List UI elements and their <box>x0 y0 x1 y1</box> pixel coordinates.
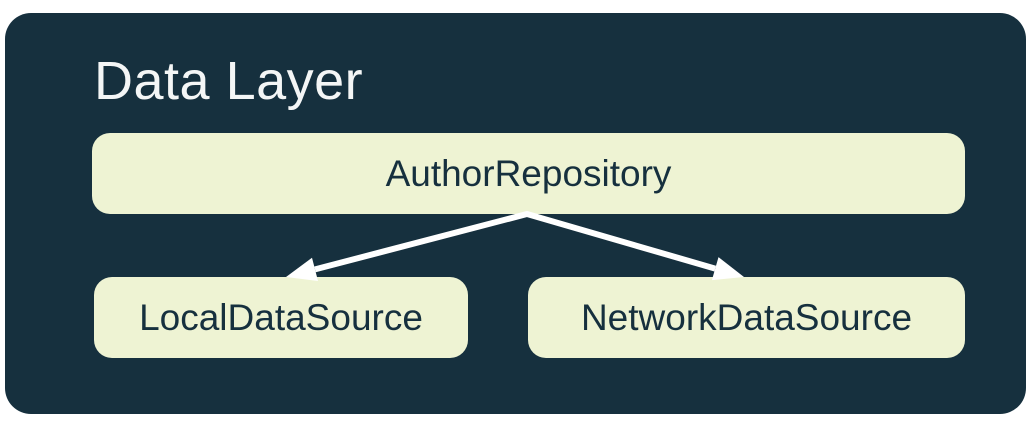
node-author-repository-label: AuthorRepository <box>385 152 672 194</box>
node-author-repository: AuthorRepository <box>92 133 965 214</box>
node-network-data-source: NetworkDataSource <box>528 277 965 358</box>
node-network-data-source-label: NetworkDataSource <box>580 296 913 338</box>
node-local-data-source-label: LocalDataSource <box>139 296 423 338</box>
diagram-title: Data Layer <box>94 51 364 111</box>
node-local-data-source: LocalDataSource <box>94 277 468 358</box>
